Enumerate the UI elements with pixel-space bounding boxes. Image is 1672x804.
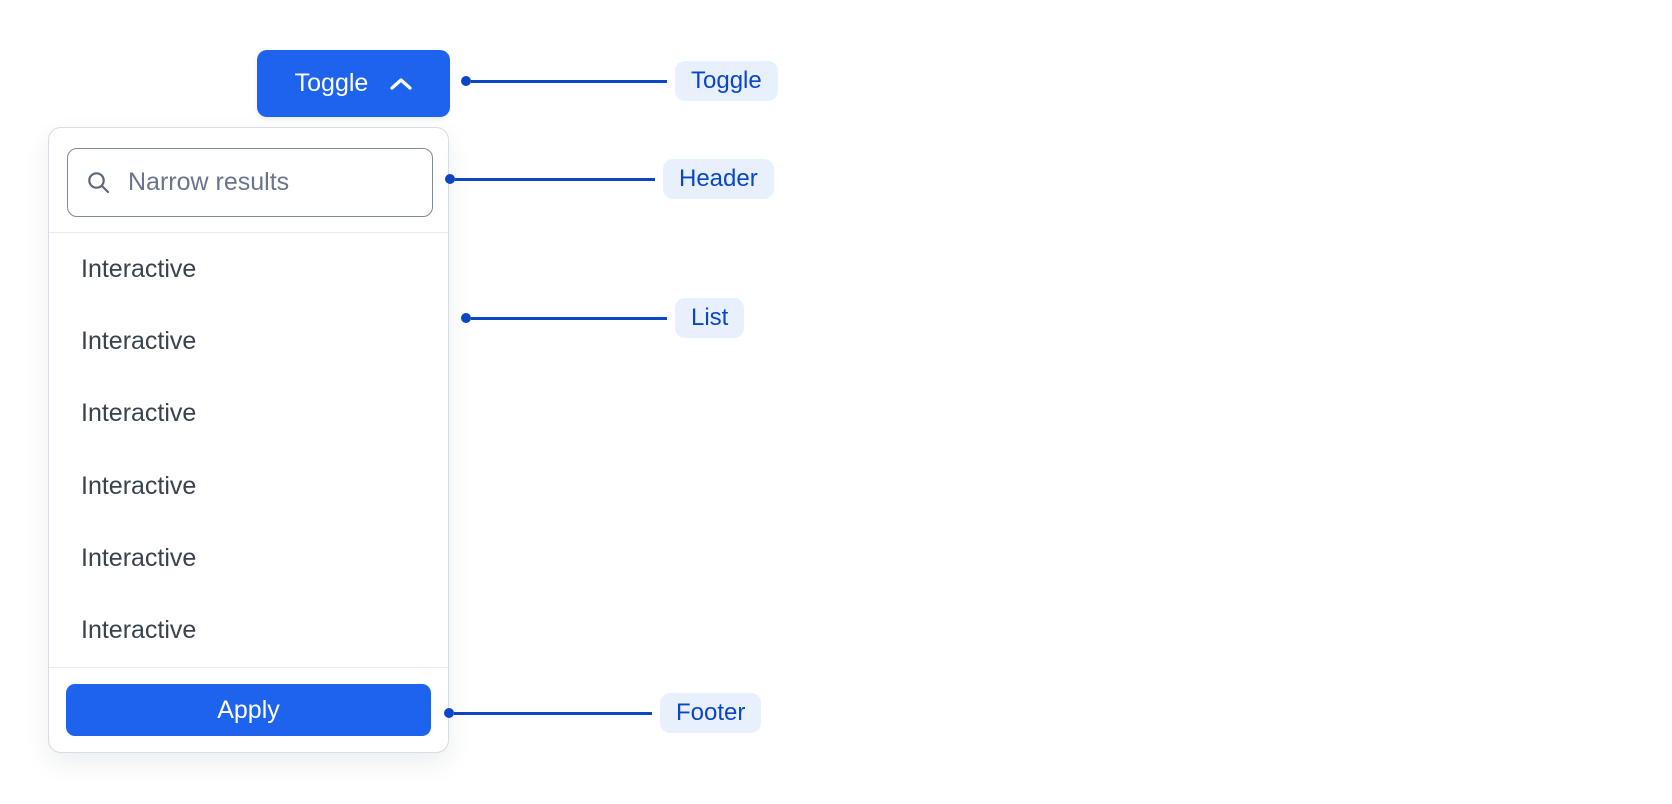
annotation-line bbox=[454, 711, 652, 715]
list-item-label: Interactive bbox=[81, 471, 197, 500]
annotation-label-header: Header bbox=[663, 159, 774, 199]
annotation-footer: Footer bbox=[444, 693, 762, 733]
annotation-list: List bbox=[461, 298, 745, 338]
dropdown-panel: Interactive Interactive Interactive Inte… bbox=[48, 127, 449, 753]
apply-button[interactable]: Apply bbox=[66, 684, 431, 736]
annotation-line bbox=[471, 316, 667, 320]
search-input[interactable] bbox=[126, 167, 416, 198]
divider bbox=[49, 232, 448, 233]
annotation-label-footer: Footer bbox=[660, 693, 762, 733]
dropdown-footer: Apply bbox=[49, 668, 448, 752]
list-item[interactable]: Interactive bbox=[49, 450, 448, 522]
annotation-dot bbox=[444, 708, 454, 718]
search-box[interactable] bbox=[67, 148, 433, 217]
annotation-toggle: Toggle bbox=[461, 61, 778, 101]
annotation-line bbox=[455, 177, 655, 181]
annotation-dot bbox=[445, 174, 455, 184]
annotation-line bbox=[471, 79, 667, 83]
list-item[interactable]: Interactive bbox=[49, 595, 448, 667]
annotation-header: Header bbox=[445, 159, 774, 199]
list-item-label: Interactive bbox=[81, 399, 197, 428]
annotation-dot bbox=[461, 313, 471, 323]
list-item-label: Interactive bbox=[81, 543, 197, 572]
annotation-label-list: List bbox=[675, 298, 745, 338]
annotation-label-toggle: Toggle bbox=[675, 61, 778, 101]
list-item[interactable]: Interactive bbox=[49, 378, 448, 450]
list-item[interactable]: Interactive bbox=[49, 233, 448, 305]
list-item[interactable]: Interactive bbox=[49, 522, 448, 594]
toggle-button[interactable]: Toggle bbox=[257, 50, 450, 117]
list-item-label: Interactive bbox=[81, 616, 197, 645]
dropdown-header bbox=[49, 128, 448, 232]
list-item[interactable]: Interactive bbox=[49, 305, 448, 377]
dropdown-list: Interactive Interactive Interactive Inte… bbox=[49, 233, 448, 667]
list-item-label: Interactive bbox=[81, 326, 197, 355]
search-icon bbox=[88, 172, 110, 194]
divider bbox=[49, 667, 448, 668]
annotation-dot bbox=[461, 76, 471, 86]
toggle-button-label: Toggle bbox=[294, 69, 369, 97]
list-item-label: Interactive bbox=[81, 254, 197, 283]
chevron-up-icon bbox=[390, 77, 412, 91]
